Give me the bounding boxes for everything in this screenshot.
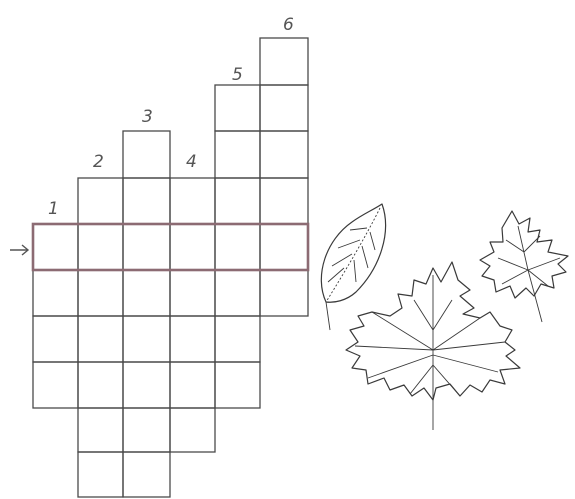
crossword-cell[interactable] <box>260 224 308 270</box>
clue-number-4: 4 <box>186 152 197 172</box>
crossword-cell[interactable] <box>78 452 123 497</box>
crossword-cell[interactable] <box>123 270 170 316</box>
crossword-cell[interactable] <box>215 316 260 362</box>
crossword-cell[interactable] <box>123 224 170 270</box>
crossword-cell[interactable] <box>123 362 170 408</box>
clue-number-2: 2 <box>93 152 104 172</box>
crossword-cell[interactable] <box>33 224 78 270</box>
crossword-cell[interactable] <box>170 224 215 270</box>
crossword-cell[interactable] <box>123 452 170 497</box>
crossword-cell[interactable] <box>215 178 260 224</box>
crossword-cell[interactable] <box>123 316 170 362</box>
crossword-cell[interactable] <box>215 85 260 131</box>
clue-number-5: 5 <box>232 65 243 85</box>
crossword-cell[interactable] <box>260 85 308 131</box>
crossword-cell[interactable] <box>33 270 78 316</box>
crossword-cell[interactable] <box>170 270 215 316</box>
maple-leaf-icon <box>346 262 520 430</box>
crossword-cell[interactable] <box>33 316 78 362</box>
arrow-right-icon <box>10 245 28 255</box>
clue-number-3: 3 <box>142 107 153 127</box>
crossword-cell[interactable] <box>78 362 123 408</box>
clue-number-6: 6 <box>283 15 294 35</box>
crossword-cell[interactable] <box>123 408 170 452</box>
crossword-cell[interactable] <box>123 178 170 224</box>
crossword-cell[interactable] <box>260 178 308 224</box>
crossword-cell[interactable] <box>33 362 78 408</box>
crossword-cell[interactable] <box>78 316 123 362</box>
crossword-cell[interactable] <box>78 224 123 270</box>
crossword-cell[interactable] <box>215 270 260 316</box>
crossword-cell[interactable] <box>215 362 260 408</box>
crossword-cell[interactable] <box>78 408 123 452</box>
crossword-cell[interactable] <box>78 178 123 224</box>
crossword-grid <box>33 38 308 497</box>
crossword-cell[interactable] <box>170 408 215 452</box>
crossword-cell[interactable] <box>123 131 170 178</box>
crossword-cell[interactable] <box>215 224 260 270</box>
crossword-cell[interactable] <box>170 316 215 362</box>
crossword-cell[interactable] <box>170 178 215 224</box>
clue-number-1: 1 <box>48 199 59 219</box>
crossword-cell[interactable] <box>78 270 123 316</box>
small-maple-leaf-icon <box>480 211 568 322</box>
crossword-cell[interactable] <box>215 131 260 178</box>
crossword-cell[interactable] <box>260 270 308 316</box>
leaf-icon <box>321 204 385 330</box>
crossword-cell[interactable] <box>260 38 308 85</box>
crossword-cell[interactable] <box>260 131 308 178</box>
crossword-cell[interactable] <box>170 362 215 408</box>
